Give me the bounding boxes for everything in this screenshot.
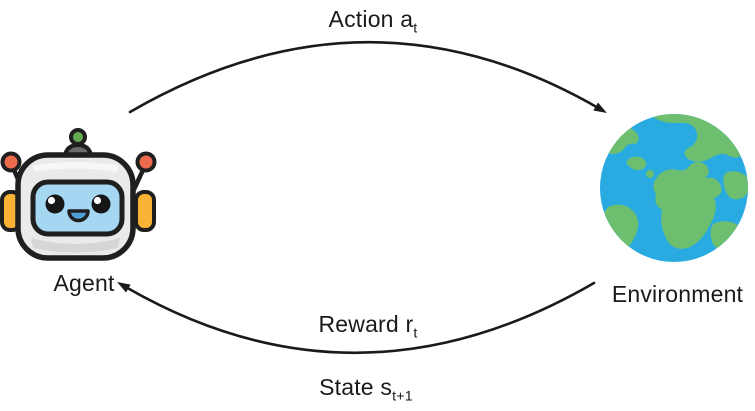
reward-label-text: Reward r xyxy=(318,311,414,337)
state-label: State st+1 xyxy=(286,374,446,404)
agent-label: Agent xyxy=(53,270,115,296)
reward-label: Reward rt xyxy=(288,311,448,341)
state-label-text: State s xyxy=(319,374,393,400)
robot-head-highlight xyxy=(32,162,119,172)
robot-antenna-ball-left xyxy=(0,151,22,173)
action-label-sub: t xyxy=(413,20,418,37)
robot-eye-right xyxy=(91,194,111,214)
action-arrowhead-icon xyxy=(593,102,607,113)
state-label-sub: t+1 xyxy=(392,388,413,405)
reward-state-arrowhead-icon xyxy=(117,282,131,293)
environment-label: Environment xyxy=(611,281,744,307)
robot-eye-left xyxy=(45,194,65,214)
earth-island-dot xyxy=(646,170,654,178)
earth-icon xyxy=(600,114,748,262)
earth-land-center xyxy=(653,162,722,249)
reward-state-arrow xyxy=(122,281,596,354)
robot-icon xyxy=(0,128,157,261)
reward-label-sub: t xyxy=(413,325,418,342)
robot-head-shadow xyxy=(31,238,120,253)
robot-eye-left-glint xyxy=(47,196,56,205)
robot-antenna-ball-right xyxy=(135,151,157,173)
robot-antenna-top-ball xyxy=(69,128,87,146)
robot-mouth xyxy=(67,209,90,223)
earth-island-small xyxy=(626,156,647,171)
robot-eye-right-glint xyxy=(93,196,102,205)
action-label: Action at xyxy=(298,6,448,36)
earth-land-east xyxy=(723,171,748,200)
action-label-text: Action a xyxy=(328,6,414,32)
robot-ear-right xyxy=(134,190,156,232)
action-arrow xyxy=(128,41,602,114)
